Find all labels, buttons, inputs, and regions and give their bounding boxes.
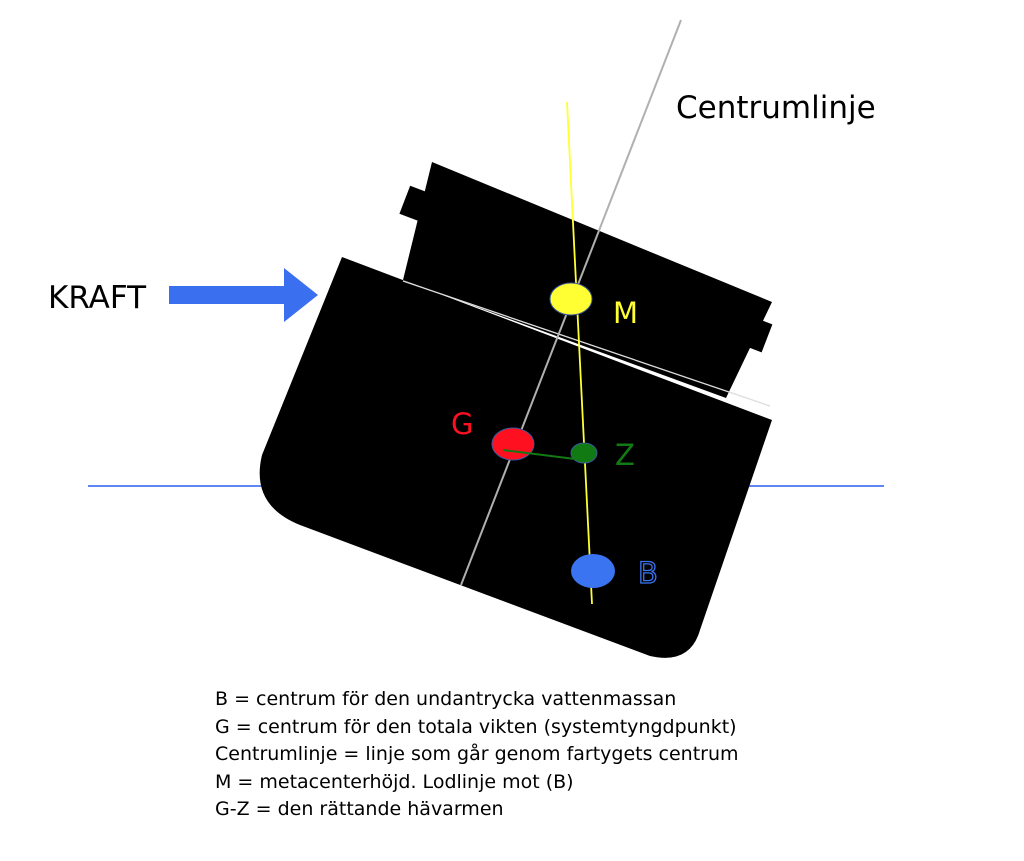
legend-item: M = metacenterhöjd. Lodlinje mot (B) xyxy=(215,770,574,793)
legend-item: G = centrum för den totala vikten (syste… xyxy=(215,715,737,738)
centerline-label: Centrumlinje xyxy=(676,90,876,126)
righting-arm-GZ xyxy=(502,449,576,460)
point-B xyxy=(571,554,615,588)
legend-item: Centrumlinje = linje som går genom farty… xyxy=(215,743,739,765)
label-B: B xyxy=(638,556,658,590)
superstructure xyxy=(403,162,772,398)
force-arrow-icon xyxy=(169,268,318,322)
point-M xyxy=(549,282,593,316)
label-M: M xyxy=(613,296,638,330)
label-Z: Z xyxy=(615,438,635,472)
ship xyxy=(259,162,773,658)
label-G: G xyxy=(451,407,473,441)
legend-item: G-Z = den rättande hävarmen xyxy=(215,798,504,820)
point-G xyxy=(491,427,535,461)
force-label: KRAFT xyxy=(48,280,147,316)
plumb-line xyxy=(566,101,593,605)
legend: B = centrum för den undantrycka vattenma… xyxy=(215,686,739,824)
legend-item: B = centrum för den undantrycka vattenma… xyxy=(215,688,677,710)
deck-line xyxy=(402,280,771,407)
point-Z xyxy=(570,442,598,464)
